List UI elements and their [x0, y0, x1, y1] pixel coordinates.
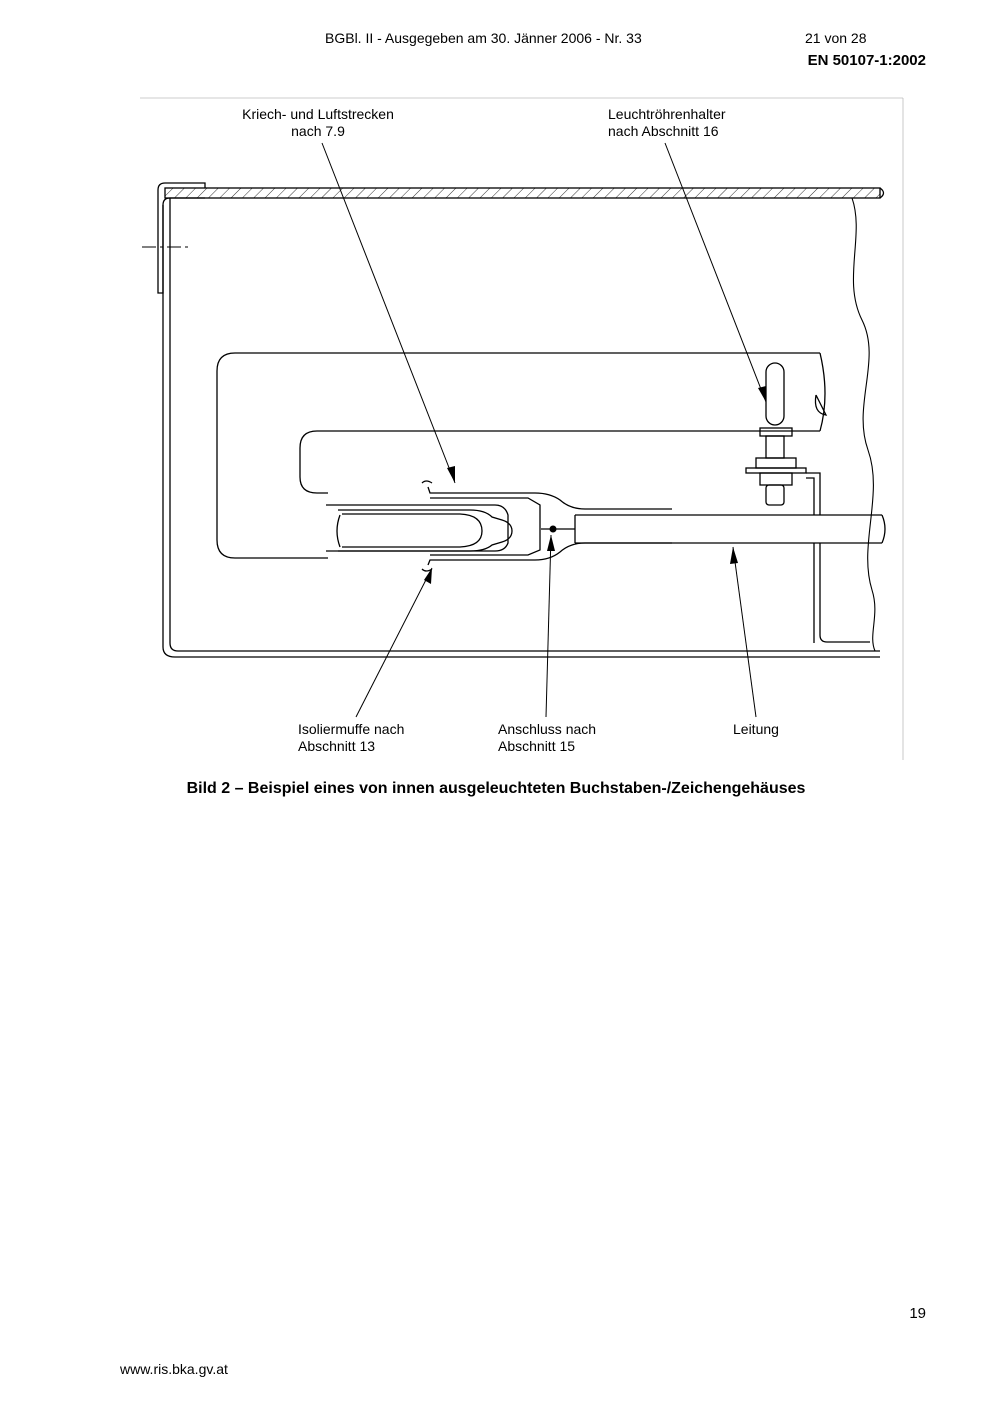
page-number: 19	[909, 1305, 926, 1322]
insulating-sleeve	[326, 480, 672, 572]
leader-lines	[321, 142, 767, 718]
header-page-count: 21 von 28	[805, 30, 867, 46]
label-sleeve-line1: Isoliermuffe nach	[298, 721, 404, 737]
label-connection-line1: Anschluss nach	[498, 721, 596, 737]
label-sleeve-line2: Abschnitt 13	[298, 738, 375, 754]
connection-point	[541, 525, 575, 533]
header-standard-number: EN 50107-1:2002	[807, 52, 926, 69]
footer-url: www.ris.bka.gv.at	[120, 1361, 228, 1377]
tube-holder	[745, 362, 870, 643]
label-creepage-line2: nach 7.9	[291, 123, 345, 139]
label-holder-line1: Leuchtröhrenhalter	[608, 106, 726, 122]
figure-caption: Bild 2 – Beispiel eines von innen ausgel…	[186, 780, 806, 797]
housing-top-plate	[164, 187, 885, 199]
break-line	[851, 197, 876, 652]
leader-arrowheads	[424, 386, 766, 584]
figure-drawing: Kriech- und Luftstrecken nach 7.9 Leucht…	[130, 95, 910, 765]
housing-left-flange	[157, 182, 880, 658]
label-creepage-line1: Kriech- und Luftstrecken	[242, 106, 394, 122]
label-holder-line2: nach Abschnitt 16	[608, 123, 719, 139]
header-gazette: BGBl. II - Ausgegeben am 30. Jänner 2006…	[325, 30, 642, 46]
neon-tube	[216, 352, 828, 559]
cable	[574, 514, 886, 544]
label-cable: Leitung	[733, 721, 779, 737]
label-connection-line2: Abschnitt 15	[498, 738, 575, 754]
